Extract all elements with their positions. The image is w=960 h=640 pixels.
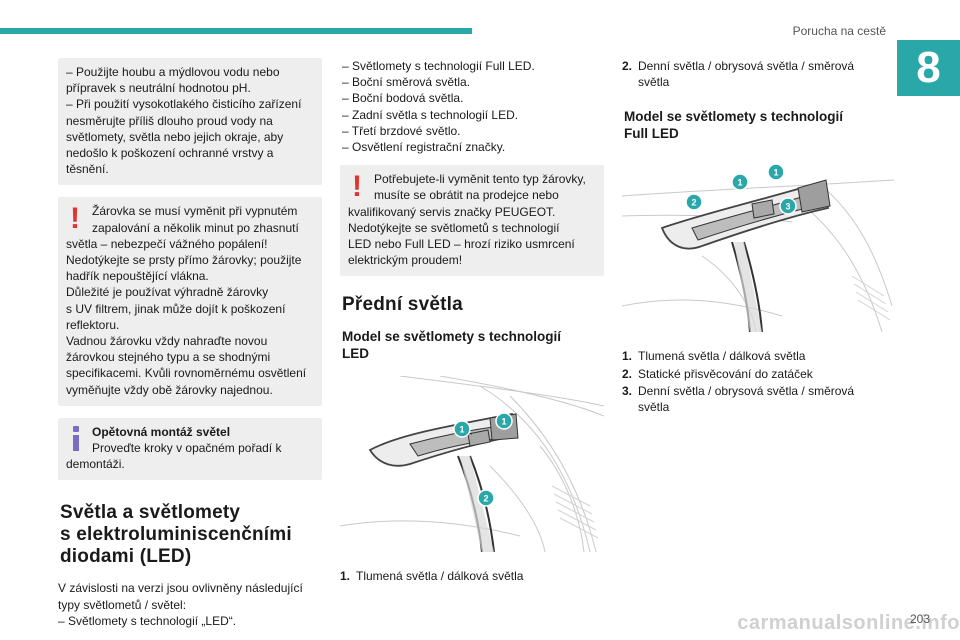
legend-item: 3. Denní světla / obrysová světla / směr… [622, 383, 855, 415]
text-line: s UV filtrem, jinak může dojít k poškoze… [66, 301, 286, 316]
text-line: Nedotýkejte se prsty přímo žárovky; použ… [66, 253, 302, 268]
list-item: – Boční směrová světla. [342, 75, 471, 90]
text-line: specifikacemi. Kvůli rovnoměrnému osvětl… [66, 366, 307, 381]
led-warning-box: ! Potřebujete-li vyměnit tento typ žárov… [340, 165, 604, 277]
text-line: elektrickým proudem! [348, 253, 463, 268]
callout-1a: 1 [453, 420, 471, 439]
full-led-legend: 1. Tlumená světla / dálková světla 2. St… [622, 348, 894, 415]
list-item: – Zadní světla s technologií LED. [342, 107, 519, 122]
warning-exclamation-icon: ! [352, 170, 362, 204]
led-legend-continued: 2. Denní světla / obrysová světla / směr… [622, 58, 894, 90]
svg-text:1: 1 [459, 425, 464, 435]
cleaning-note-box: – Použijte houbu a mýdlovou vodu nebo př… [58, 58, 322, 186]
text-line: musíte se obrátit na prodejce nebo [374, 188, 559, 203]
text-line: těsnění. [66, 162, 109, 177]
text-line: Proveďte kroky v opačném pořadí k [92, 441, 282, 456]
callout-1b: 1 [495, 412, 513, 431]
light-types-list: – Světlomety s technologií Full LED. – B… [340, 58, 604, 155]
text-line: typy světlometů / světel: [58, 597, 187, 612]
section-heading-led: Světla a světlomety s elektroluminiscenč… [60, 502, 292, 568]
text-line: – Světlomety s technologií „LED“. [58, 613, 237, 628]
warning-exclamation-icon: ! [70, 202, 80, 236]
text-line: světla – nebezpečí vážného popálení! [66, 236, 268, 251]
text-line: Potřebujete-li vyměnit tento typ žárovky… [374, 172, 586, 187]
section-heading-front-lights: Přední světla [342, 294, 463, 316]
column-1: – Použijte houbu a mýdlovou vodu nebo př… [58, 58, 322, 629]
svg-text:2: 2 [691, 198, 696, 208]
svg-text:1: 1 [773, 168, 778, 178]
text-line: přípravek s neutrální hodnotou pH. [66, 81, 251, 96]
svg-text:1: 1 [501, 417, 506, 427]
text-line: Žárovka se musí vyměnit při vypnutém [92, 204, 298, 219]
column-3: 2. Denní světla / obrysová světla / směr… [622, 58, 894, 416]
header-accent-bar [0, 28, 472, 34]
text-line: reflektoru. [66, 317, 120, 332]
svg-text:2: 2 [483, 494, 488, 504]
list-item: – Světlomety s technologií Full LED. [342, 59, 535, 73]
text-line: LED nebo Full LED – hrozí riziko usmrcen… [348, 237, 575, 252]
text-line: Důležité je používat výhradně žárovky [66, 285, 269, 300]
bulb-warning-box: ! Žárovka se musí vyměnit při vypnutém z… [58, 197, 322, 406]
text-line: Nedotýkejte se světlometů s technologií [348, 220, 560, 235]
legend-item: 2. Statické přisvěcování do zatáček [622, 366, 813, 381]
callout-2: 2 [685, 193, 703, 212]
chapter-number-tab: 8 [897, 40, 960, 96]
text-line: zapalování a několik minut po zhasnutí [92, 220, 299, 235]
legend-item: 1. Tlumená světla / dálková světla [340, 569, 524, 584]
text-line: Vadnou žárovku vždy nahraďte novou [66, 334, 268, 349]
list-item: – Třetí brzdové světlo. [342, 123, 461, 138]
text-line: nedošlo k poškození ochranné vrstvy a [66, 146, 274, 161]
text-line: nesměrujte příliš dlouho proud vody na [66, 113, 273, 128]
page-number: 203 [909, 612, 930, 626]
text-line: – Použijte houbu a mýdlovou vodu nebo [66, 65, 280, 79]
info-title: Opětovná montáž světel [92, 424, 231, 439]
info-icon [72, 425, 80, 451]
led-headlamp-illustration: 1 1 2 [340, 376, 604, 553]
text-line: vyměňujte vždy obě žárovky najednou. [66, 382, 273, 397]
callout-3: 3 [779, 197, 797, 216]
led-legend: 1. Tlumená světla / dálková světla [340, 568, 604, 584]
subheading-full-led-model: Model se světlomety s technologií Full L… [624, 109, 844, 142]
callout-2: 2 [477, 489, 495, 508]
callout-1a: 1 [731, 173, 749, 192]
chapter-title: Porucha na cestě [792, 24, 886, 38]
legend-item: 2. Denní světla / obrysová světla / směr… [622, 59, 855, 90]
legend-item: 1. Tlumená světla / dálková světla [622, 349, 806, 364]
text-line: žárovkou stejného typu a se shodnými [66, 350, 271, 365]
watermark: carmanualsonline.info [737, 612, 960, 634]
text-line: kvalifikovaný servis značky PEUGEOT. [348, 204, 556, 219]
led-section-body: V závislosti na verzi jsou ovlivněny nás… [58, 580, 322, 629]
subheading-led-model: Model se světlomety s technologií LED [342, 329, 562, 362]
callout-1b: 1 [767, 163, 785, 182]
text-line: světlomety, světla nebo jejich okraje, a… [66, 129, 284, 144]
text-line: V závislosti na verzi jsou ovlivněny nás… [58, 581, 303, 596]
full-led-headlamp-illustration: 1 1 2 3 [622, 156, 894, 333]
column-2: – Světlomety s technologií Full LED. – B… [340, 58, 604, 586]
text-line: hadřík nepouštějící vlákna. [66, 269, 209, 284]
list-item: – Osvětlení registrační značky. [342, 140, 506, 155]
list-item: – Boční bodová světla. [342, 91, 464, 106]
text-line: demontáži. [66, 457, 125, 472]
svg-text:3: 3 [785, 202, 790, 212]
svg-text:1: 1 [737, 178, 742, 188]
reassembly-info-box: Opětovná montáž světel Proveďte kroky v … [58, 417, 322, 481]
text-line: – Při použití vysokotlakého čisticího za… [66, 97, 302, 112]
